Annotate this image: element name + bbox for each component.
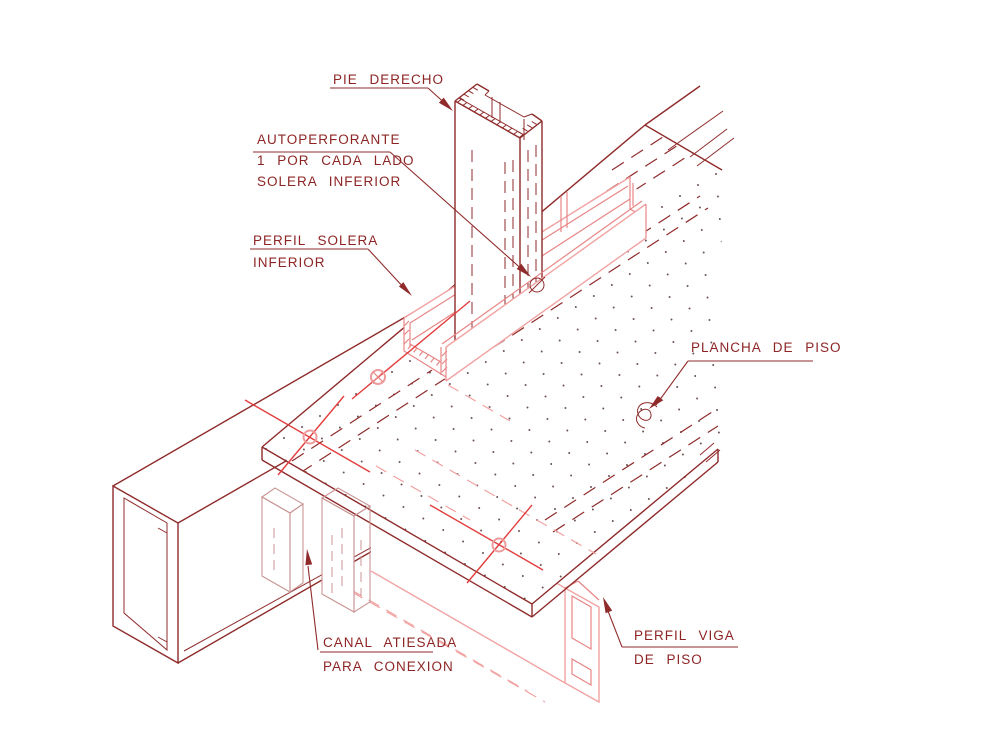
annotations: PIE DERECHO AUTOPERFORANTE 1 POR CADA LA…: [250, 72, 842, 674]
screw-symbol-plate-2: [429, 504, 544, 584]
label-canal-atiesada-2: PARA CONEXION: [323, 659, 454, 674]
bottom-track-front: [440, 192, 647, 382]
label-canal-atiesada-1: CANAL ATIESADA: [323, 635, 457, 650]
label-plancha-piso: PLANCHA DE PISO: [691, 340, 842, 355]
label-pie-derecho: PIE DERECHO: [333, 72, 444, 87]
label-perfil-solera-2: INFERIOR: [253, 255, 326, 270]
track-front-cut-hatch: [441, 350, 448, 373]
stiffener-2: [320, 487, 372, 613]
stiffener-1: [260, 487, 305, 594]
break-lines: [644, 85, 735, 463]
leader-arrow-autoperforante: [516, 263, 531, 277]
break-squiggle: [636, 402, 658, 429]
label-perfil-viga-2: DE PISO: [634, 652, 703, 667]
stud-cut-hatch: [456, 86, 537, 139]
leader-arrow-perfil-viga: [603, 597, 613, 614]
hidden-joist-edges: [333, 384, 597, 703]
screw-symbol-track: [528, 276, 546, 294]
stud: [454, 83, 543, 350]
leader-arrow-pie-derecho: [438, 97, 453, 111]
label-autoperforante-1: AUTOPERFORANTE: [257, 132, 401, 147]
leader-arrow-perfil-solera: [398, 282, 412, 296]
track-cut-hatch: [403, 320, 441, 366]
label-autoperforante-3: SOLERA INFERIOR: [257, 174, 401, 189]
label-perfil-viga-1: PERFIL VIGA: [634, 628, 735, 643]
leader-arrow-canal: [305, 549, 313, 566]
label-autoperforante-2: 1 POR CADA LADO: [257, 153, 415, 168]
screw-symbol-plate-1: [244, 395, 371, 476]
web-stiffeners: [260, 487, 372, 613]
screw-symbol-track-pink: [351, 300, 471, 400]
leader-arrow-plancha: [649, 396, 664, 409]
label-perfil-solera-1: PERFIL SOLERA: [253, 233, 378, 248]
